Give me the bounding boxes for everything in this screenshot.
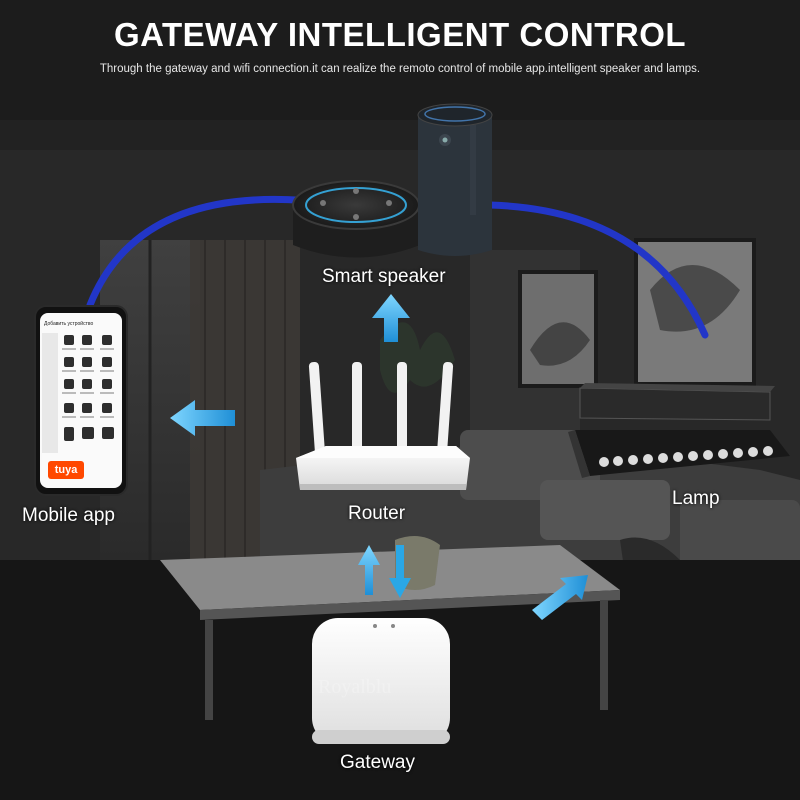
echo-tower-speaker xyxy=(417,103,493,256)
arrow-gateway-to-router xyxy=(358,545,380,595)
smartphone: Добавить устройство xyxy=(34,305,128,496)
label-smart-speaker: Smart speaker xyxy=(322,266,446,287)
arrow-router-to-speaker xyxy=(372,294,410,342)
tuya-logo: tuya xyxy=(48,461,84,479)
app-device-grid xyxy=(42,333,114,453)
gateway-device xyxy=(312,618,450,744)
connection-arc-right xyxy=(486,201,709,339)
track-lamp xyxy=(568,383,790,478)
label-router: Router xyxy=(348,503,406,524)
vase xyxy=(395,536,440,590)
phone-screen: Добавить устройство xyxy=(40,313,122,488)
label-gateway: Gateway xyxy=(340,752,415,773)
page-title: GATEWAY INTELLIGENT CONTROL xyxy=(113,16,687,53)
arrow-router-to-mobile xyxy=(170,400,235,436)
label-lamp: Lamp xyxy=(672,488,720,509)
arrow-router-to-gateway xyxy=(389,545,411,598)
page-subtitle: Through the gateway and wifi connection.… xyxy=(99,63,701,75)
arrow-gateway-to-lamp xyxy=(532,575,588,620)
echo-dot-speaker xyxy=(292,180,420,258)
watermark: Royalblu xyxy=(318,676,392,698)
phone-header-text: Добавить устройство xyxy=(44,321,94,327)
connection-arc-left xyxy=(86,195,334,309)
ceiling xyxy=(0,120,800,150)
coffee-table xyxy=(160,545,620,610)
router-device xyxy=(296,362,470,490)
label-mobile-app: Mobile app xyxy=(22,505,115,526)
